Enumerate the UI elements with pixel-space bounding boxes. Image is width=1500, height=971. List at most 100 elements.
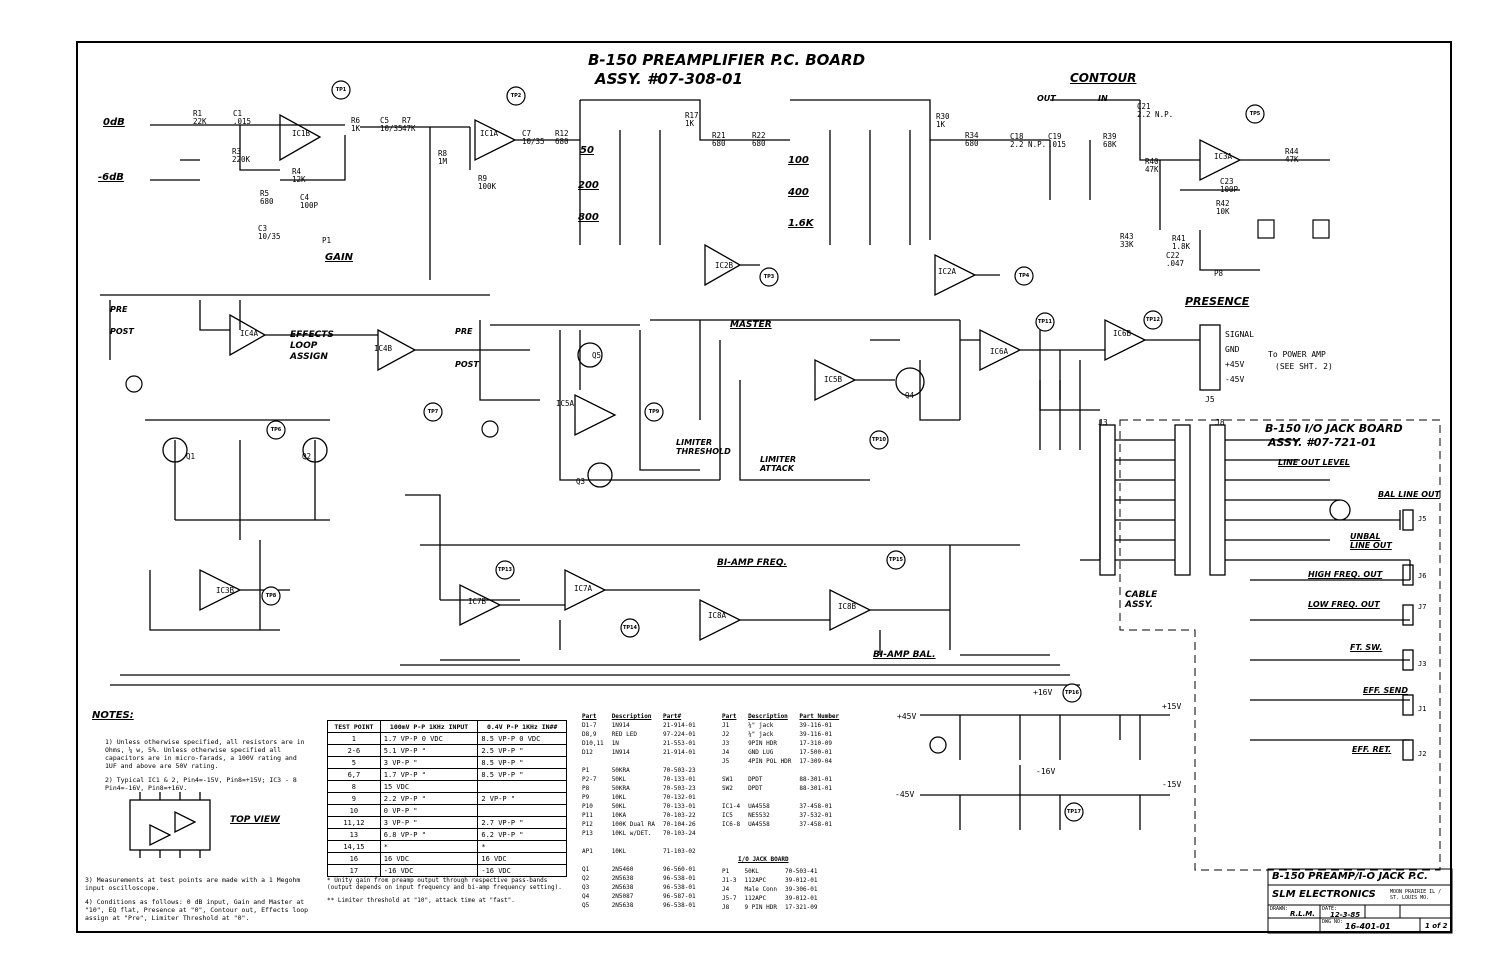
tp-table-header: TEST POINT — [327, 720, 381, 733]
parts-cell: 70-103-24 — [663, 830, 696, 837]
component-ref: C4 — [300, 193, 310, 202]
pre-label: PRE — [110, 305, 128, 314]
component-label-q3: Q3 — [576, 478, 585, 486]
parts-cell: 96-538-01 — [663, 884, 696, 891]
rail-plus45-label: +45V — [897, 712, 917, 721]
tp-table-footnotes: * Unity gain from preamp output through … — [327, 877, 567, 910]
parts-cell: RED LED — [611, 731, 637, 738]
contour-out-label: OUT — [1037, 94, 1056, 103]
parts-cell: AP1 — [582, 848, 593, 855]
table-cell: 15 VDC — [379, 780, 479, 793]
parts-cell: J3 — [722, 740, 730, 747]
parts-cell: 21-914-01 — [663, 722, 696, 729]
drawing-date: 12-3-85 — [1330, 911, 1361, 919]
parts-cell: 96-587-01 — [663, 893, 696, 900]
parts-cell: J1-3 — [722, 877, 737, 884]
parts-cell: 10KL — [611, 848, 627, 855]
component-ref: R30 — [936, 112, 950, 121]
parts-header: Description — [611, 713, 652, 720]
table-cell: 16 VDC — [477, 852, 567, 865]
parts-cell: ¼" jack — [748, 731, 774, 738]
component-ref: C22 — [1166, 251, 1180, 260]
power-plus45-label: +45V — [1225, 360, 1245, 369]
parts-cell: 17-309-04 — [799, 758, 832, 765]
parts-header: Part — [722, 713, 737, 720]
parts-row — [718, 793, 843, 802]
parts-cell: J8 — [722, 904, 730, 911]
note-4: 4) Conditions as follows: 0 dB input, Ga… — [85, 898, 309, 922]
component-ref: C18 — [1010, 132, 1024, 141]
tp-table-header: 100mV P-P 1KHz INPUT — [379, 720, 479, 733]
parts-cell: P12 — [582, 821, 593, 828]
component-value: 2.2 N.P. — [1137, 110, 1174, 119]
component-label-c19: C19.015 — [1048, 133, 1066, 149]
low-freq-out-label: LOW FREQ. OUT — [1308, 600, 1380, 609]
parts-cell: D1-7 — [582, 722, 597, 729]
component-label-q4: Q4 — [905, 392, 914, 400]
parts-cell: 21-553-01 — [663, 740, 696, 747]
component-ref: IC7A — [574, 584, 593, 593]
table-cell: 16 — [327, 852, 381, 865]
notes-block-2: 3) Measurements at test points are made … — [85, 876, 310, 928]
see-sheet-2-label: (SEE SHT. 2) — [1275, 362, 1333, 371]
parts-cell: 96-538-01 — [663, 875, 696, 882]
component-value: 10/35 — [258, 232, 281, 241]
parts-cell: IC6-8 — [722, 821, 741, 828]
parts-cell: 88-301-01 — [799, 785, 832, 792]
parts-cell: NE5532 — [748, 812, 770, 819]
component-ref: R41 — [1172, 234, 1186, 243]
component-value: 10/35 — [380, 124, 403, 133]
parts-cell: 2N5638 — [611, 902, 634, 909]
parts-cell: 50KL — [744, 868, 759, 875]
parts-cell: 70-132-01 — [663, 794, 696, 801]
contour-label: CONTOUR — [1070, 71, 1137, 85]
parts-cell: Q3 — [582, 884, 590, 891]
component-ref: IC5B — [824, 375, 843, 384]
rail-minus15-label: -15V — [1162, 780, 1182, 789]
table-cell: 6,7 — [327, 768, 381, 781]
parts-cell — [744, 793, 795, 802]
rail-plus16-label: +16V — [1033, 688, 1053, 697]
table-cell: 2.5 VP-P " — [477, 744, 567, 757]
component-ref: R5 — [260, 189, 270, 198]
component-ref: R44 — [1285, 147, 1299, 156]
table-cell: 8 — [327, 780, 381, 793]
parts-cell: J5-7 — [722, 895, 737, 902]
table-cell: 1 — [327, 732, 381, 745]
table-cell: 13 — [327, 828, 381, 841]
component-ref: R4 — [292, 167, 302, 176]
component-ref: R21 — [712, 131, 726, 140]
parts-cell: 1N914 — [611, 749, 630, 756]
test-point-table: TEST POINT 100mV P-P 1KHz INPUT 0.4V P-P… — [327, 720, 567, 877]
component-ref: C1 — [233, 109, 243, 118]
jack-j2-label: J2 — [1418, 750, 1427, 758]
component-ref: R3 — [232, 147, 242, 156]
component-value: 1K — [685, 119, 695, 128]
component-ref: R8 — [438, 149, 448, 158]
note-2: 2) Typical IC1 & 2, Pin4=-15V, Pin8=+15V… — [105, 776, 297, 792]
component-label-ic8b: IC8B — [838, 603, 856, 611]
title-block-project: B-150 PREAMP/I-O JACK P.C. — [1272, 871, 1428, 882]
component-label-ic8a: IC8A — [708, 612, 726, 620]
